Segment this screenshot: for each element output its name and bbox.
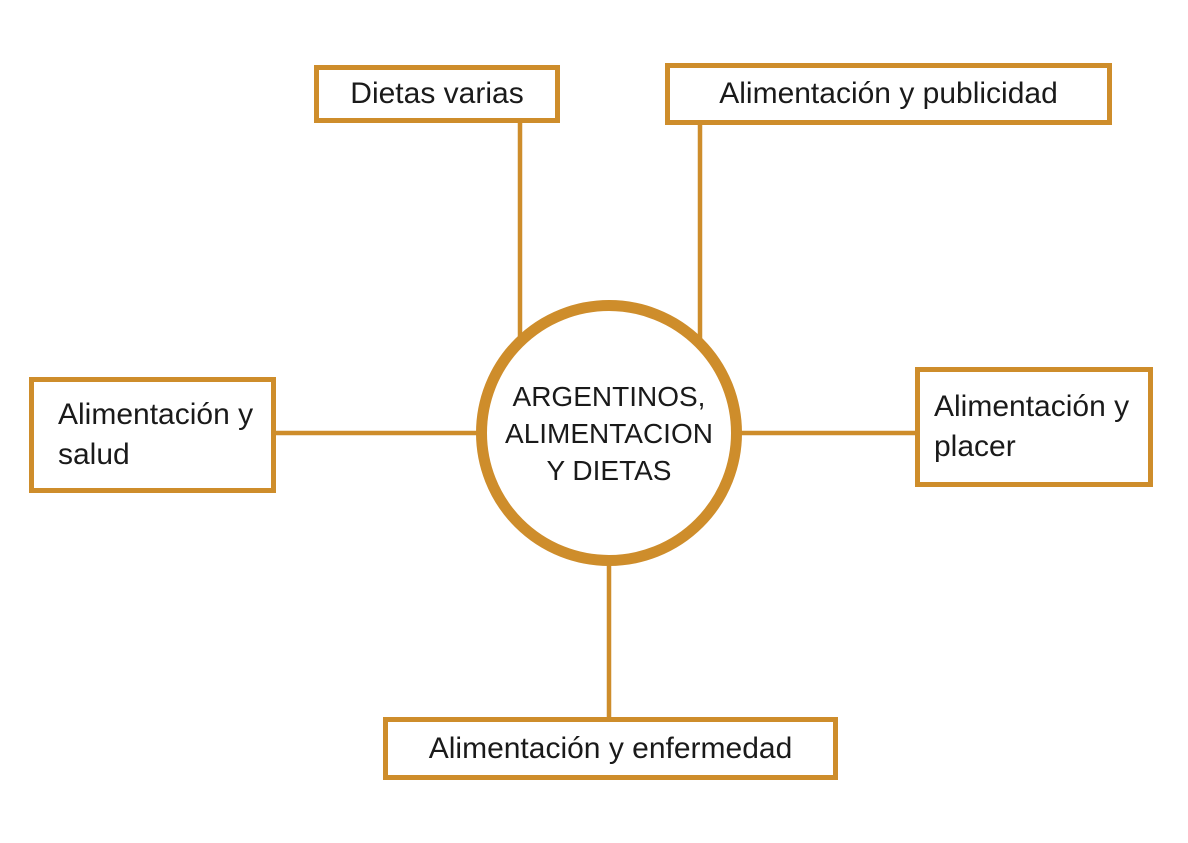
node-dietas-varias: Dietas varias: [314, 65, 560, 123]
node-alimentacion-salud: Alimentación y salud: [29, 377, 276, 493]
node-alimentacion-enfermedad: Alimentación y enfermedad: [383, 717, 838, 780]
node-alimentacion-publicidad-label: Alimentación y publicidad: [719, 77, 1058, 110]
central-node-line-1: ARGENTINOS,: [512, 380, 706, 412]
node-alimentacion-enfermedad-label: Alimentación y enfermedad: [428, 731, 793, 765]
node-alimentacion-placer-label: Alimentación y placer: [934, 390, 1130, 463]
central-node-line-3: Y DIETAS: [546, 454, 672, 486]
node-alimentacion-publicidad: Alimentación y publicidad: [665, 63, 1112, 125]
node-dietas-varias-label: Dietas varias: [350, 77, 524, 110]
node-alimentacion-placer: Alimentación y placer: [915, 367, 1153, 487]
node-alimentacion-salud-label: Alimentación y salud: [58, 398, 254, 471]
central-node: ARGENTINOS, ALIMENTACION Y DIETAS: [476, 300, 742, 566]
central-node-line-2: ALIMENTACION: [505, 417, 713, 449]
